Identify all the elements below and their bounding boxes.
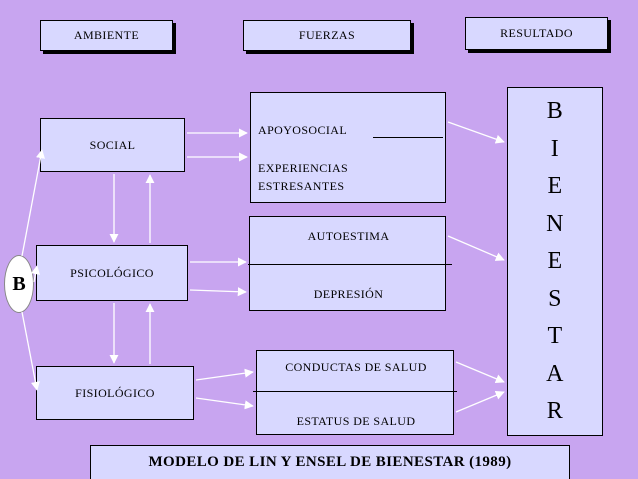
bienestar-letter-n: N [546,210,564,237]
header-fuerzas: FUERZAS [243,20,411,51]
caption-label: MODELO DE LIN Y ENSEL DE BIENESTAR (1989… [148,454,512,470]
apoyo-social-label: APOYOSOCIAL [258,123,348,137]
estatus-label: ESTATUS DE SALUD [296,414,416,428]
arrow-forces3b-to-bienestar [455,390,505,413]
header-ambiente-label: AMBIENTE [73,28,140,42]
arrow-b-to-psicologico [31,265,40,283]
fisiologico-label: FISIOLÓGICO [75,385,155,400]
header-fuerzas-label: FUERZAS [298,28,356,42]
social-box: SOCIAL [40,118,185,172]
bienestar-letter-e1: E [547,173,563,199]
depresion-label: DEPRESIÓN [313,287,384,301]
autoestima-label: AUTOESTIMA [307,229,390,243]
bienestar-letter-a: A [546,360,564,387]
bienestar-letter-b: B [546,98,564,124]
arrow-forces1-to-bienestar [447,121,505,144]
bienestar-letter-e2: E [547,248,563,274]
arrow-fisiologico-to-conductas [195,368,254,381]
b-circle: B [4,255,34,313]
bienestar-letter-r: R [546,398,564,424]
social-label: SOCIAL [89,137,136,152]
arrow-b-to-social [21,149,45,257]
arrow-b-to-fisiologico [21,311,40,391]
conductas-estatus-box: CONDUCTAS DE SALUD ESTATUS DE SALUD [253,350,457,435]
caption-box: MODELO DE LIN Y ENSEL DE BIENESTAR (1989… [90,445,570,479]
psicologico-box: PSICOLÓGICO [36,245,188,301]
b-circle-label: B [12,272,26,295]
experiencias-label-1: EXPERIENCIAS [258,161,349,175]
bienestar-letter-i: I [550,135,560,162]
bienestar-box: B I E N E S T A R [507,87,603,436]
fisiologico-box: FISIOLÓGICO [36,366,194,420]
autoestima-depresion-box: AUTOESTIMA DEPRESIÓN [248,216,452,311]
arrow-fisiologico-to-estatus [195,397,254,410]
autoestima-divider [248,264,452,265]
conductas-label: CONDUCTAS DE SALUD [285,360,427,374]
arrow-forces3-to-bienestar [455,361,505,384]
apoyo-experiencias-box: APOYOSOCIAL EXPERIENCIAS ESTRESANTES [250,92,446,203]
psicologico-label: PSICOLÓGICO [70,265,154,280]
experiencias-label-2: ESTRESANTES [258,179,345,193]
header-resultado: RESULTADO [465,17,608,50]
arrow-forces2-to-bienestar [447,235,505,261]
conductas-divider [253,391,457,392]
bienestar-letter-s: S [548,285,562,312]
apoyo-divider [373,137,443,138]
header-resultado-label: RESULTADO [500,26,573,40]
arrow-psicologico-to-depresion [189,287,247,297]
bienestar-letter-t: T [547,323,563,349]
header-ambiente: AMBIENTE [40,20,173,51]
